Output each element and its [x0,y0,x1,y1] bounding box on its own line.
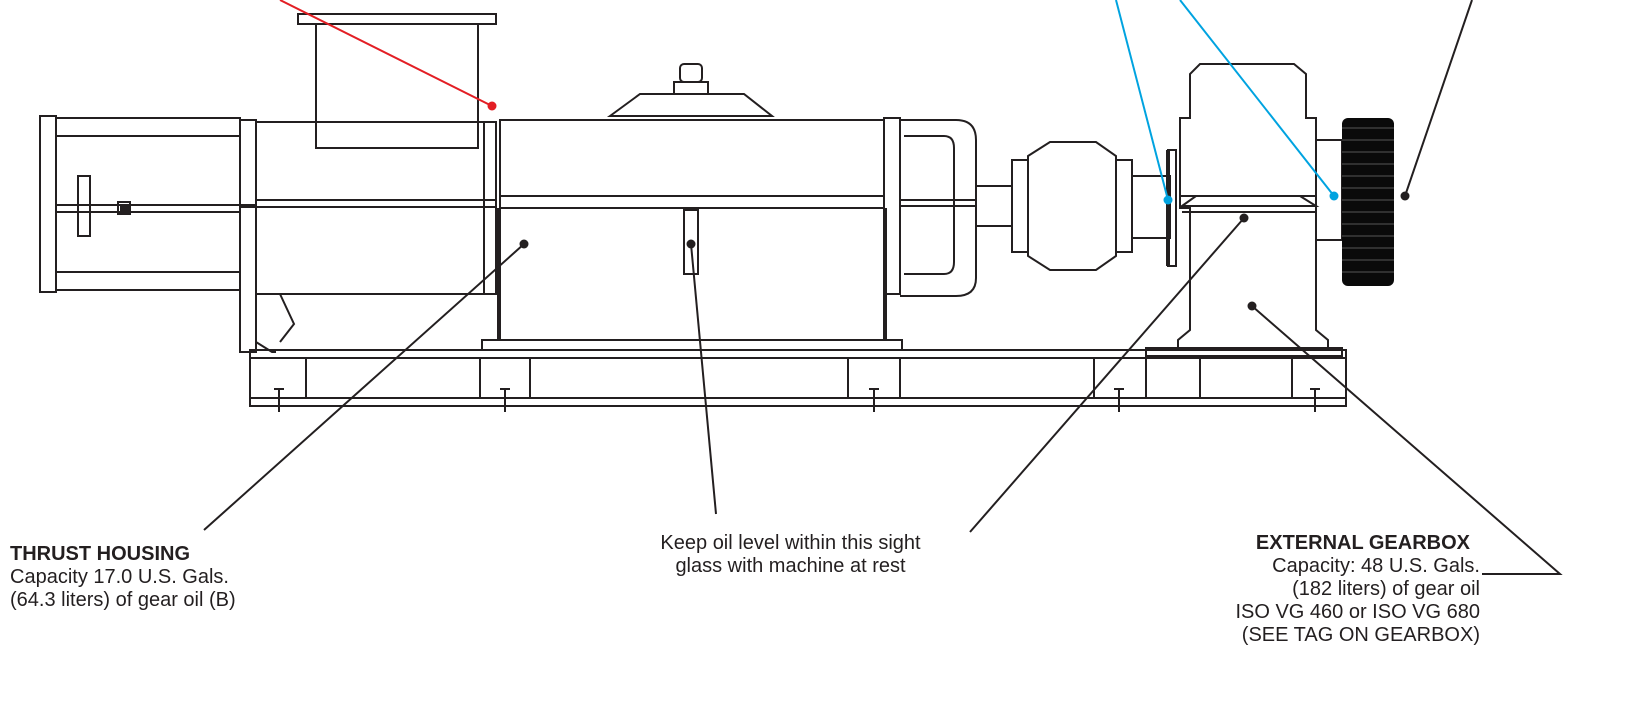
leader-red-hopper [279,0,493,107]
external-gearbox-title: EXTERNAL GEARBOX [1255,532,1470,554]
thrust-housing-oil: (64.3 liters) of gear oil (B) [10,589,236,611]
external-gearbox-grade: ISO VG 460 or ISO VG 680 [1235,601,1480,623]
leveling-bolts [274,388,1320,412]
external-gearbox-tag-note: (SEE TAG ON GEARBOX) [1241,624,1480,646]
leader-blue-left-seal [1115,0,1169,201]
thrust-housing [481,63,903,351]
barrel [255,121,497,353]
thrust-housing-label: THRUST HOUSING Capacity 17.0 U.S. Gals. … [10,543,236,612]
base-frame [249,349,1347,407]
feed-hopper [297,13,497,149]
leader-gearbox [1251,305,1563,575]
motor [39,115,257,353]
leader-gearbox-input [969,217,1245,533]
leader-blue-right-seal [1179,0,1335,197]
external-gearbox-capacity: Capacity: 48 U.S. Gals. [1272,555,1480,577]
sight-glass-label: Keep oil level within this sight glass w… [618,532,963,578]
thrust-housing-title: THRUST HOUSING [10,543,190,565]
external-gearbox-label: EXTERNAL GEARBOX Capacity: 48 U.S. Gals.… [1140,532,1480,647]
pulley [1342,118,1394,286]
bearing-bracket [883,117,977,297]
sight-glass [683,209,699,275]
leader-pulley [1404,0,1473,197]
sight-glass-line2: glass with machine at rest [675,555,906,577]
thrust-housing-capacity: Capacity 17.0 U.S. Gals. [10,566,229,588]
leader-thrust-housing [203,243,525,531]
sight-glass-line1: Keep oil level within this sight [660,532,921,554]
external-gearbox-oil: (182 liters) of gear oil [1292,578,1480,600]
leader-sight-glass [690,243,717,515]
drive-coupling [975,141,1171,271]
external-gearbox [1145,63,1343,357]
